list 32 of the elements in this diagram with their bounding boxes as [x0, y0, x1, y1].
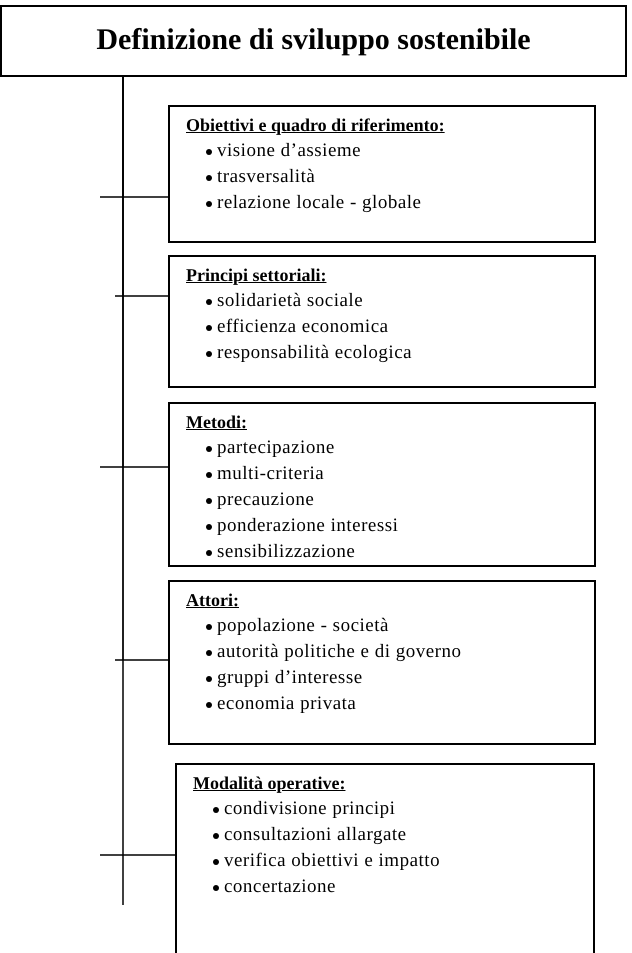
bullet-item: visione d’assieme	[217, 140, 362, 161]
bullet-item: gruppi d’interesse	[217, 667, 363, 688]
category-box	[175, 763, 595, 953]
connector-line	[122, 77, 175, 856]
title-box	[0, 5, 627, 77]
category-heading: Metodi:	[186, 412, 247, 433]
bullet-item: relazione locale - globale	[217, 192, 422, 213]
category-heading: Attori:	[186, 590, 239, 611]
title-text: Definizione di sviluppo sostenibile	[96, 23, 531, 56]
bullet-item: popolazione - società	[217, 615, 389, 636]
category-heading: Obiettivi e quadro di riferimento:	[186, 115, 445, 136]
bullet-item: condivisione principi	[224, 798, 396, 819]
bullet-item: sensibilizzazione	[217, 541, 356, 562]
category-box	[168, 580, 596, 745]
bullet-item: economia privata	[217, 693, 356, 714]
bullet-item: autorità politiche e di governo	[217, 641, 462, 662]
bullet-item: verifica obiettivi e impatto	[224, 850, 440, 871]
category-box	[168, 402, 596, 567]
category-box	[168, 105, 596, 243]
bullet-item: efficienza economica	[217, 316, 389, 337]
bullet-item: trasversalità	[217, 166, 316, 187]
category-box	[168, 255, 596, 388]
category-heading: Principi settoriali:	[186, 265, 326, 286]
bullet-item: solidarietà sociale	[217, 290, 364, 311]
category-heading: Modalità operative:	[193, 773, 346, 794]
bullet-item: concertazione	[224, 876, 336, 897]
bullet-item: ponderazione interessi	[217, 515, 398, 536]
bullet-item: precauzione	[217, 489, 314, 510]
bullet-item: responsabilità ecologica	[217, 342, 412, 363]
bullet-item: multi-criteria	[217, 463, 324, 484]
bullet-item: partecipazione	[217, 437, 335, 458]
bullet-item: consultazioni allargate	[224, 824, 407, 845]
